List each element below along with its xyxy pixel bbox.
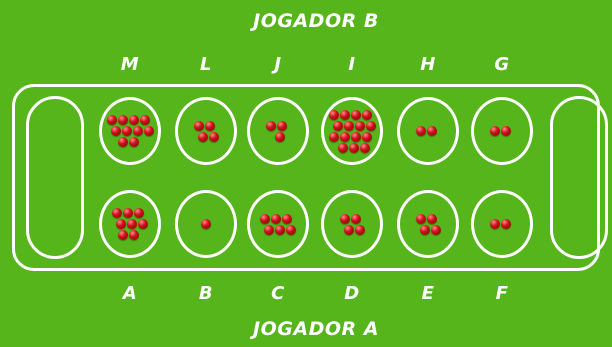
pit-c[interactable] <box>247 190 309 258</box>
seed <box>264 225 274 235</box>
seed <box>420 225 430 235</box>
seed <box>351 132 361 142</box>
seed <box>205 121 215 131</box>
pit-j[interactable] <box>247 97 309 165</box>
store-left[interactable] <box>26 96 84 259</box>
seed <box>490 126 500 136</box>
pit-label-g: G <box>494 54 509 75</box>
seed <box>275 225 285 235</box>
seed <box>118 137 128 147</box>
seed <box>275 132 285 142</box>
seed <box>138 219 148 229</box>
seed <box>129 230 139 240</box>
seed <box>111 126 121 136</box>
pit-i[interactable] <box>321 97 383 165</box>
seed <box>282 214 292 224</box>
seed <box>127 219 137 229</box>
seed <box>277 121 287 131</box>
pit-label-b: B <box>199 283 213 304</box>
seed <box>266 121 276 131</box>
pit-label-f: F <box>496 283 509 304</box>
seed <box>118 115 128 125</box>
pit-e[interactable] <box>397 190 459 258</box>
seed <box>349 143 359 153</box>
seed <box>490 219 500 229</box>
seed <box>355 225 365 235</box>
seed <box>107 115 117 125</box>
seed <box>116 219 126 229</box>
seed <box>362 132 372 142</box>
seed <box>129 137 139 147</box>
store-right[interactable] <box>550 96 608 259</box>
seed <box>201 219 211 229</box>
seed <box>333 121 343 131</box>
seed <box>366 121 376 131</box>
seed <box>133 126 143 136</box>
seed <box>198 132 208 142</box>
seed <box>431 225 441 235</box>
seed <box>112 208 122 218</box>
pit-d[interactable] <box>321 190 383 258</box>
seed <box>194 121 204 131</box>
seed <box>416 214 426 224</box>
pit-label-a: A <box>123 283 137 304</box>
seed <box>134 208 144 218</box>
seed <box>360 143 370 153</box>
seed <box>271 214 281 224</box>
player-b-label: JOGADOR B <box>253 10 379 32</box>
pit-l[interactable] <box>175 97 237 165</box>
seed <box>344 225 354 235</box>
seed <box>351 110 361 120</box>
seed <box>329 132 339 142</box>
player-a-label: JOGADOR A <box>253 318 379 340</box>
pit-label-c: C <box>271 283 285 304</box>
seed <box>340 214 350 224</box>
seed <box>140 115 150 125</box>
seed <box>329 110 339 120</box>
seed <box>209 132 219 142</box>
seed <box>144 126 154 136</box>
pit-label-d: D <box>344 283 359 304</box>
seed <box>338 143 348 153</box>
seed <box>123 208 133 218</box>
seed <box>427 214 437 224</box>
seed <box>501 126 511 136</box>
seed <box>416 126 426 136</box>
seed <box>355 121 365 131</box>
seed <box>122 126 132 136</box>
pit-label-l: L <box>200 54 212 75</box>
seed <box>340 110 350 120</box>
seed <box>118 230 128 240</box>
seed <box>362 110 372 120</box>
pit-label-j: J <box>274 54 281 75</box>
seed <box>501 219 511 229</box>
seed <box>260 214 270 224</box>
seed <box>427 126 437 136</box>
pit-label-m: M <box>121 54 139 75</box>
seed <box>129 115 139 125</box>
pit-label-e: E <box>422 283 435 304</box>
seed <box>344 121 354 131</box>
seed <box>351 214 361 224</box>
pit-label-i: I <box>348 54 355 75</box>
seed <box>340 132 350 142</box>
pit-label-h: H <box>420 54 436 75</box>
seed <box>286 225 296 235</box>
